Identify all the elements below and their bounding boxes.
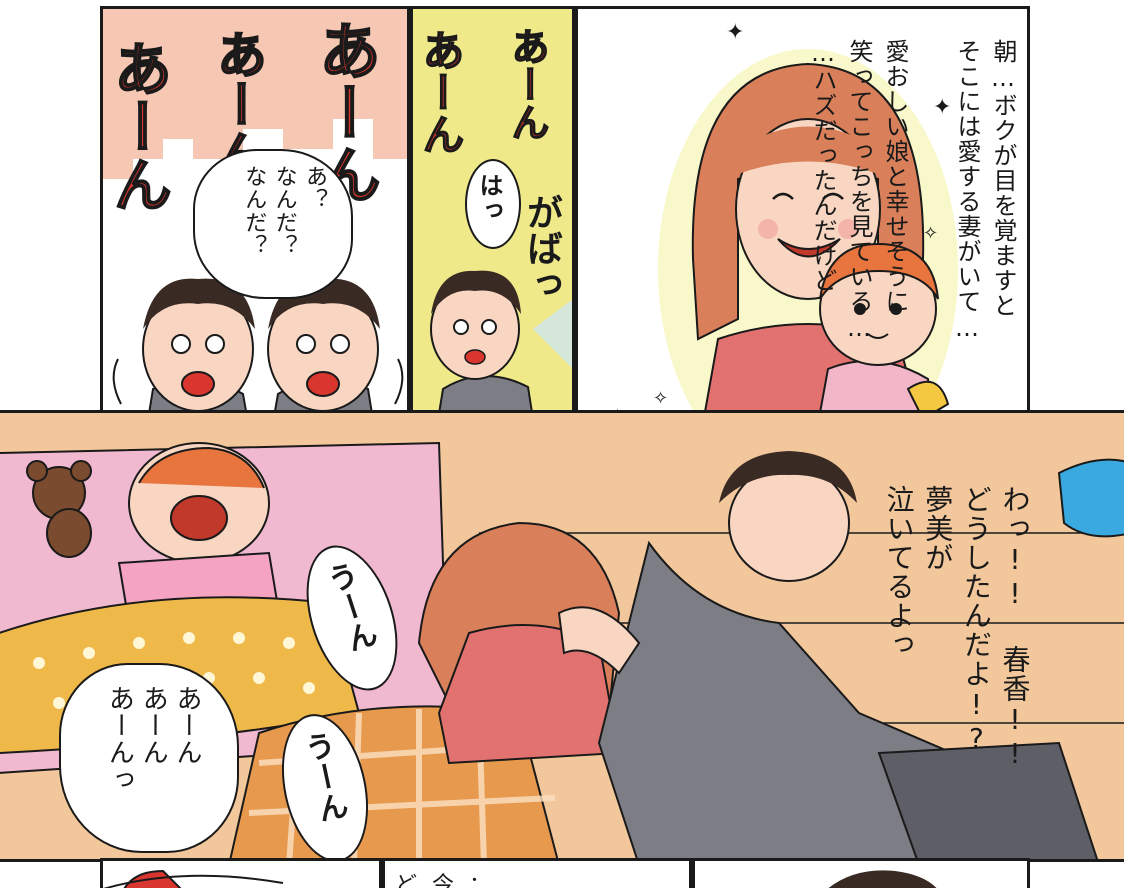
sfx-jump: がばっ	[521, 194, 562, 302]
bottom-right-art	[828, 870, 937, 888]
sfx-wail-yellow-2: あーん	[504, 26, 550, 142]
bubble-text-confused: あ？ なんだ？ なんだ？	[241, 165, 327, 257]
speech-bubble-gasp: はっ	[465, 159, 521, 249]
panel-bedroom-chaos: わっ!! 春香!! どうしたんだよ!? 夢美が 泣いてるよっ うーん うーん あ…	[0, 410, 1124, 862]
svg-text:✧: ✧	[653, 388, 668, 409]
speech-bubble-baby-cry: あーん あーん あーんっ	[59, 663, 239, 853]
dialogue-husband: わっ!! 春香!! どうしたんだよ!? 夢美が 泣いてるよっ	[882, 485, 1032, 771]
sfx-wail-yellow-1: あーん	[415, 28, 466, 156]
panel-dream-art: ✦ ✦ ✧ ✦ ✧	[608, 20, 958, 445]
panel-bottom-left	[100, 858, 382, 888]
narration-dream: 朝…ボクが目を覚ますと そこには愛する妻がいて… 愛おしい娘と幸せそうに 笑って…	[809, 39, 1017, 343]
sfx-groan-2: うーん	[296, 728, 351, 827]
bottom-partial-text: ど 今 ：	[395, 873, 495, 888]
speech-bubble-confused: あ？ なんだ？ なんだ？	[193, 149, 353, 299]
panel-confused-husband: あーん あーん あーん あ？ なんだ？ なんだ？	[100, 6, 410, 448]
panel-bedroom-art	[0, 441, 1124, 859]
bottom-left-art	[103, 869, 284, 888]
bubble-text-baby-cry: あーん あーん あーんっ	[104, 685, 202, 793]
panel-bottom-middle: ど 今 ：	[382, 858, 692, 888]
panel-dream-family: ✦ ✦ ✧ ✦ ✧ 朝…ボクが目を覚ますと そこには愛する妻がいて… 愛おしい娘…	[575, 6, 1030, 448]
panel-bottom-right	[692, 858, 1030, 888]
panel-husband-wakes: あーん あーん はっ がばっ	[410, 6, 575, 448]
svg-text:✧: ✧	[923, 223, 938, 244]
svg-text:✦: ✦	[726, 20, 744, 45]
sfx-gasp: はっ	[475, 173, 503, 223]
sfx-wail-1: あーん	[103, 38, 173, 214]
svg-text:✦: ✦	[933, 95, 951, 120]
sfx-groan-1: うーん	[318, 558, 381, 658]
